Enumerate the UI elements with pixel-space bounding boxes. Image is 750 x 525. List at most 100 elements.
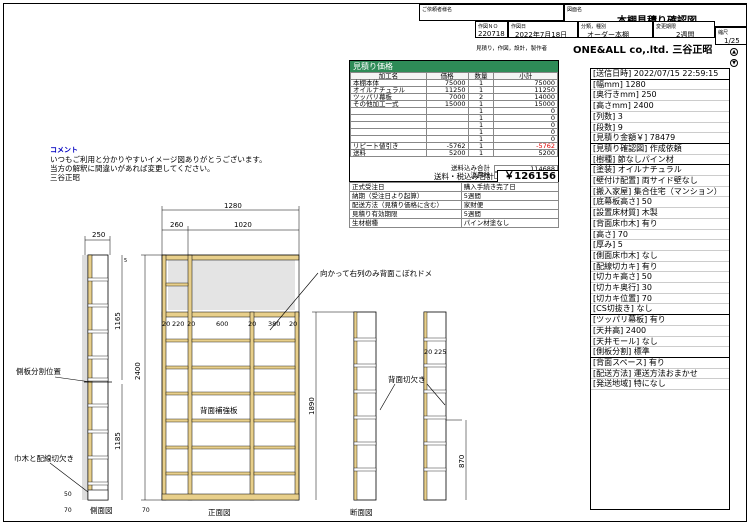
total-label: 送料・税込み合計 <box>434 171 494 181</box>
shelf-board <box>165 445 189 450</box>
price-cell-name: 送料 <box>350 149 427 157</box>
shelf-board <box>165 338 189 343</box>
shelf-board <box>165 418 189 423</box>
drawing-name-label: 図面名 <box>567 7 583 13</box>
shelf-board <box>253 445 296 450</box>
dim-gap-20b: 20 <box>187 320 195 328</box>
dim-cutout-height: 870 <box>458 455 466 468</box>
dim-gap-380: 380 <box>268 320 280 328</box>
revision: 2週間 <box>676 31 695 39</box>
spec-item: [天井モール] なし <box>591 337 729 348</box>
shelf-board <box>87 277 109 282</box>
spec-item: [配線切カキ] 有り <box>591 262 729 273</box>
spec-item: [幅mm] 1280 <box>591 80 729 91</box>
shelf-board <box>353 337 377 342</box>
drawing-notes: 向かって右列のみ背面こぼれドメ 背面補強板 側板分割位置 巾木と配線切欠き 背面… <box>14 268 432 517</box>
scale-cell: 縮尺 1/25 <box>715 27 747 45</box>
shelf-board <box>253 365 296 370</box>
dim-gap-20c: 20 <box>248 320 256 328</box>
section-view-a <box>353 311 377 501</box>
shelf-board <box>191 445 251 450</box>
side-wall-hatch <box>82 255 92 500</box>
category-cell: 分類，種別 オーダー本棚 <box>578 21 653 39</box>
roles-label: 見積り，作図，設計，製作者 <box>476 46 548 52</box>
shelf-board <box>423 389 447 394</box>
dim-left-col: 260 <box>170 221 183 229</box>
shelf-board <box>165 471 189 476</box>
subtotal-label: 送料込み合計 <box>451 164 490 172</box>
scale-label: 縮尺 <box>718 30 729 36</box>
dim-right-cols: 1020 <box>234 221 252 229</box>
drawn-date: 2022年7月18日 <box>515 31 568 39</box>
spec-item: [段数] 9 <box>591 123 729 134</box>
shelf-board <box>353 363 377 368</box>
drawn-date-label: 作図日 <box>511 24 527 30</box>
drawing-no-label: 作図ＮＯ <box>478 24 499 30</box>
spec-item: [設置床材質] 木製 <box>591 208 729 219</box>
category: オーダー本棚 <box>587 31 629 39</box>
shelf-board <box>87 329 109 334</box>
dim-top-slim: 5 <box>124 258 127 264</box>
dim-total-width: 1280 <box>224 202 242 210</box>
shelf-board <box>87 303 109 308</box>
price-cell-qty: 1 <box>467 149 495 157</box>
spec-item: [奥行きmm] 250 <box>591 90 729 102</box>
shelf-board <box>191 471 251 476</box>
spec-panel[interactable]: [送信日時] 2022/07/15 22:59:15[幅mm] 1280[奥行き… <box>590 68 730 510</box>
comment-line-1: いつもご利用と分かりやすいイメージ図ありがとうございます。 <box>50 155 267 164</box>
spec-item: [搬入家屋] 集合住宅（マンション） <box>591 187 729 198</box>
spec-item: [背面スペース] 有り <box>591 358 729 369</box>
spec-item: [高さ] 70 <box>591 230 729 241</box>
spec-item: [送信日時] 2022/07/15 22:59:15 <box>591 69 729 80</box>
drawing-no: 220718 <box>478 30 505 38</box>
nav-down-icon[interactable]: ▼ <box>730 59 738 67</box>
view-label-front: 正面図 <box>208 508 231 517</box>
dim-mid-height: 1890 <box>308 397 316 415</box>
order-table: 正式受注日購入手続き完了日納期（受注日より起算）5週間配送方法（見積り価格に含む… <box>349 182 560 228</box>
dim-bottom-section: 1185 <box>114 432 122 450</box>
dim-foot-50: 50 <box>64 491 72 498</box>
shelf-board <box>165 282 189 287</box>
spec-item: [見積り金額￥] 78479 <box>591 133 729 144</box>
dim-total-height: 2400 <box>134 362 142 380</box>
shelf-board <box>253 418 296 423</box>
dimension-texts: 250 1280 260 1020 2400 1165 1185 5 1890 … <box>64 202 466 514</box>
front-wall-hatch <box>168 255 295 310</box>
spec-list: [送信日時] 2022/07/15 22:59:15[幅mm] 1280[奥行き… <box>591 69 729 391</box>
shelf-board <box>87 481 109 486</box>
leader-lines <box>49 272 446 493</box>
comment-line-2: 当方の解釈に間違いがあれば変更してください。 <box>50 164 215 173</box>
tax-label: 消費税 <box>470 171 491 179</box>
shelf-board <box>423 467 447 472</box>
spec-item: [CS切抜き] なし <box>591 304 729 316</box>
comment-line-3: 三谷正昭 <box>50 173 80 182</box>
shelf-board <box>191 338 251 343</box>
view-label-section: 断面図 <box>350 507 373 517</box>
dim-side-depth: 250 <box>92 231 105 239</box>
spec-item: [発送地域] 特になし <box>591 379 729 391</box>
dim-gap-20d: 20 <box>289 320 297 328</box>
view-label-side: 側面図 <box>90 505 113 515</box>
comment-title: コメント <box>50 146 78 154</box>
shelf-board <box>423 363 447 368</box>
spec-item: [高さmm] 2400 <box>591 101 729 112</box>
shelf-board <box>423 337 447 342</box>
shelf-board <box>253 338 296 343</box>
note-back-panel: 背面補強板 <box>200 405 238 415</box>
customer-label: ご依頼者様名 <box>422 7 453 13</box>
dim-foot-70b: 70 <box>142 507 150 514</box>
shelf-board <box>353 467 377 472</box>
spec-item: [配送方法] 運送方法おまかせ <box>591 369 729 380</box>
price-cell-subtotal: 5200 <box>493 149 558 157</box>
shelf-board <box>423 415 447 420</box>
dim-top-section: 1165 <box>114 312 122 330</box>
spec-item: [底幕板高さ] 50 <box>591 197 729 209</box>
nav-up-icon[interactable]: ▲ <box>730 48 738 56</box>
side-view <box>84 254 112 501</box>
category-label: 分類，種別 <box>581 24 607 30</box>
